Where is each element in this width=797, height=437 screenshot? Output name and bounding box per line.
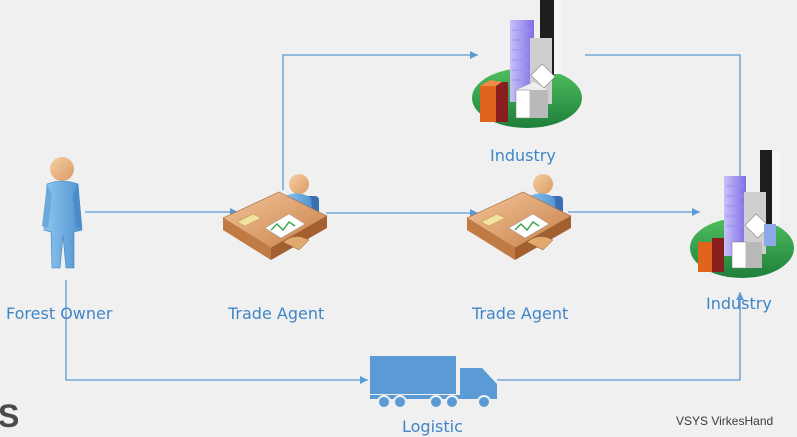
industry-right-icon (690, 150, 794, 278)
forest-owner-person-icon (42, 157, 83, 269)
logistic-truck-icon (370, 356, 497, 409)
industry-top-icon (472, 0, 582, 128)
footer-text: VSYS VirkesHand (676, 414, 774, 428)
connector-owner-to-logistic (65, 280, 368, 384)
forest-owner-label: Forest Owner (6, 304, 113, 323)
connector-agent1-to-industry-top (282, 51, 478, 190)
trade-agent-1-label: Trade Agent (228, 304, 325, 323)
trade-agent-1-icon (222, 174, 328, 260)
connector-industry-top-to-industry-right (585, 54, 744, 190)
industry-top-label: Industry (490, 146, 556, 165)
trade-agent-2-icon (466, 174, 572, 260)
trade-agent-2-label: Trade Agent (472, 304, 569, 323)
logistic-label: Logistic (402, 417, 463, 436)
connectors (65, 51, 744, 384)
connector-logistic-to-industry-right (497, 292, 744, 381)
corner-glyph: S (0, 398, 20, 434)
industry-right-label: Industry (706, 294, 772, 313)
